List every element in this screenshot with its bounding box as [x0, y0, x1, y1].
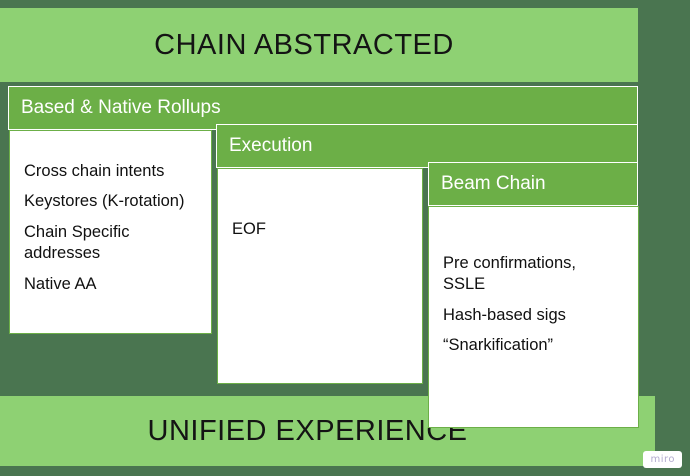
panel-beam-chain: Pre confirmations, SSLE Hash-based sigs … [428, 206, 639, 428]
list-item: Native AA [24, 274, 97, 293]
list-item: Pre confirmations, SSLE [443, 254, 576, 294]
arrow-header-beam-chain[interactable]: Beam Chain [428, 162, 638, 206]
banner-bottom-label: UNIFIED EXPERIENCE [147, 414, 468, 447]
list-item: Chain Specific addresses [24, 222, 130, 263]
arrow-label-beam-chain: Beam Chain [441, 173, 546, 194]
arrow-label-based-native-rollups: Based & Native Rollups [21, 97, 221, 118]
arrow-row-based-native-rollups[interactable]: Based & Native Rollups [8, 86, 690, 130]
arrow-row-beam-chain[interactable]: Beam Chain [428, 162, 690, 206]
banner-top-label: CHAIN ABSTRACTED [154, 28, 454, 61]
arrow-header-based-native-rollups[interactable]: Based & Native Rollups [8, 86, 638, 130]
list-item: Keystores (K-rotation) [24, 192, 185, 211]
panel-list-beam-chain: Pre confirmations, SSLE Hash-based sigs … [443, 253, 638, 357]
miro-watermark: miro [643, 451, 682, 468]
banner-chain-abstracted: CHAIN ABSTRACTED [0, 8, 638, 82]
arrow-row-execution[interactable]: Execution [216, 124, 690, 168]
list-item: Hash-based sigs [443, 305, 566, 324]
banner-unified-experience: UNIFIED EXPERIENCE [0, 396, 655, 466]
arrow-label-execution: Execution [229, 135, 313, 156]
list-item: EOF [232, 220, 266, 238]
panel-list-execution: EOF [232, 219, 422, 240]
list-item: Cross chain intents [24, 162, 165, 180]
arrow-header-execution[interactable]: Execution [216, 124, 638, 168]
panel-execution: EOF [217, 168, 423, 384]
panel-based-native-rollups: Cross chain intents Keystores (K-rotatio… [9, 130, 212, 334]
list-item: “Snarkification” [443, 336, 554, 355]
panel-list-based-native-rollups: Cross chain intents Keystores (K-rotatio… [24, 161, 211, 295]
